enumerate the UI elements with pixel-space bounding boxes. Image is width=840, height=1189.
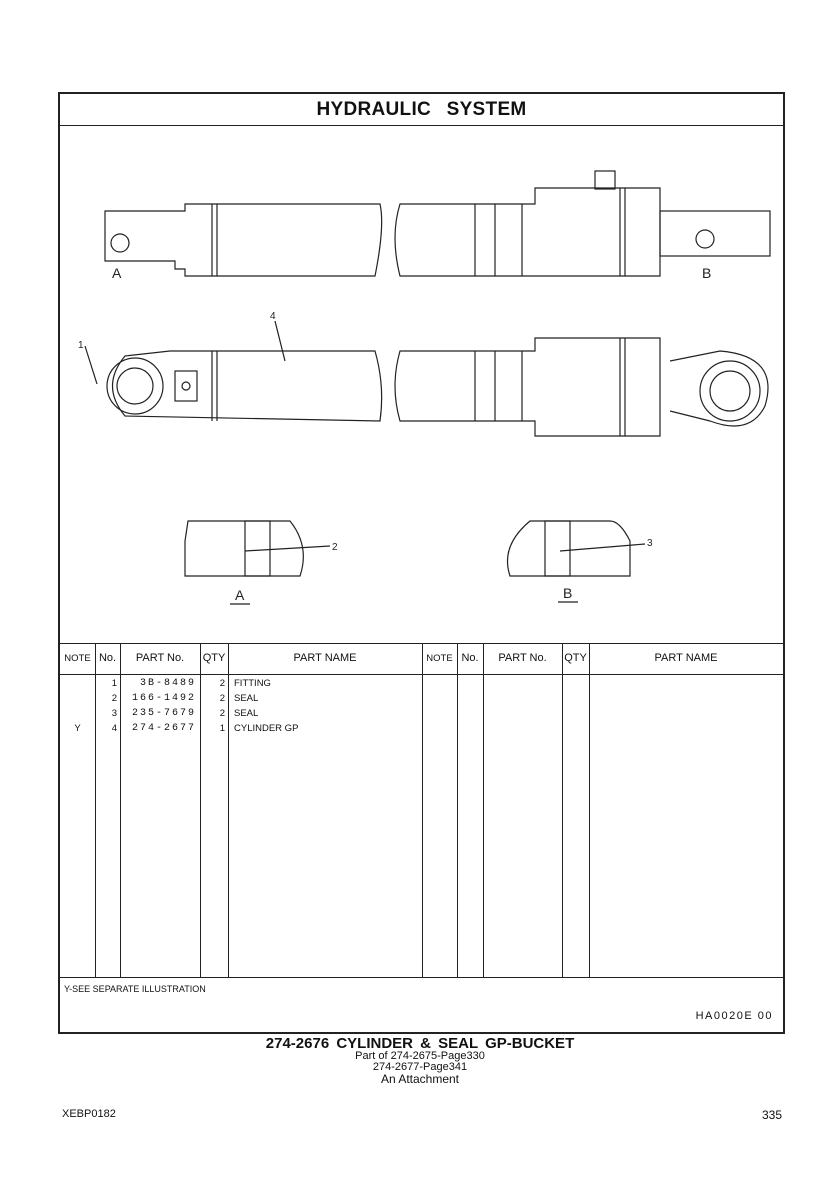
- table-cell-name: SEAL: [234, 693, 259, 704]
- view-label-a-top: A: [112, 265, 122, 281]
- header-part-name-2: PART NAME: [654, 652, 718, 664]
- parts-frame: HYDRAULIC SYSTEM A B: [58, 92, 785, 1034]
- table-cell-no: 4: [111, 723, 117, 734]
- header-qty-2: QTY: [564, 652, 587, 664]
- caption-reference: 274-2677-Page341: [372, 1061, 468, 1073]
- notes-area: Y-SEE SEPARATE ILLUSTRATION HA0020E 00: [60, 977, 783, 1033]
- table-cell-note: Y: [74, 723, 81, 734]
- header-no-2: No.: [461, 652, 479, 664]
- header-part-no-2: PART No.: [498, 652, 547, 664]
- document-id: XEBP0182: [62, 1108, 116, 1120]
- table-cell-name: SEAL: [234, 708, 259, 719]
- cylinder-top-view: A B: [104, 170, 771, 281]
- callout-1: 1: [78, 340, 84, 351]
- table-cell-no: 2: [111, 693, 117, 704]
- assembly-title: 274-2676 CYLINDER & SEAL GP-BUCKET: [265, 1035, 575, 1052]
- header-note-2: NOTE: [426, 653, 453, 664]
- caption-part-of: Part of 274-2675-Page330: [355, 1050, 485, 1062]
- table-cell-note: [60, 676, 95, 691]
- table-cell-part: 3B-8489: [139, 678, 196, 689]
- callout-3: 3: [647, 538, 653, 549]
- table-cell-qty: 2: [219, 708, 225, 719]
- table-cell-part: 274-2677: [131, 723, 196, 734]
- callout-4: 4: [270, 311, 276, 322]
- header-qty: QTY: [202, 652, 226, 664]
- view-label-b-top: B: [702, 265, 711, 281]
- table-cell-qty: 1: [219, 723, 225, 734]
- illustration-code: HA0020E 00: [695, 1010, 773, 1022]
- header-part-no: PART No.: [135, 652, 185, 664]
- detail-view-a: 2 A: [184, 520, 338, 605]
- table-cell-no: 3: [111, 708, 117, 719]
- caption-attachment: An Attachment: [380, 1072, 460, 1086]
- header-no: No.: [98, 652, 117, 664]
- cylinder-side-view: 1 4: [78, 311, 769, 437]
- table-cell-name: FITTING: [234, 678, 271, 689]
- view-label-b: B: [563, 585, 572, 601]
- table-cell-qty: 2: [219, 693, 225, 704]
- view-label-a: A: [235, 587, 245, 603]
- section-title: HYDRAULIC SYSTEM: [60, 94, 783, 126]
- table-cell-note: [60, 706, 95, 721]
- header-note: NOTE: [64, 653, 91, 664]
- callout-2: 2: [332, 542, 338, 553]
- detail-view-b: 3 B: [506, 520, 653, 603]
- header-part-name: PART NAME: [293, 652, 357, 664]
- table-cell-part: 166-1492: [131, 693, 196, 704]
- table-cell-no: 1: [111, 678, 117, 689]
- table-header: [60, 643, 783, 675]
- table-cell-name: CYLINDER GP: [234, 723, 299, 734]
- separate-illustration-note: Y-SEE SEPARATE ILLUSTRATION: [64, 984, 206, 994]
- page-number: 335: [761, 1108, 782, 1122]
- cylinder-illustration: A B 1 4 2: [78, 170, 771, 605]
- table-cell-note: [60, 691, 95, 706]
- table-cell-qty: 2: [219, 678, 225, 689]
- table-cell-part: 235-7679: [131, 708, 196, 719]
